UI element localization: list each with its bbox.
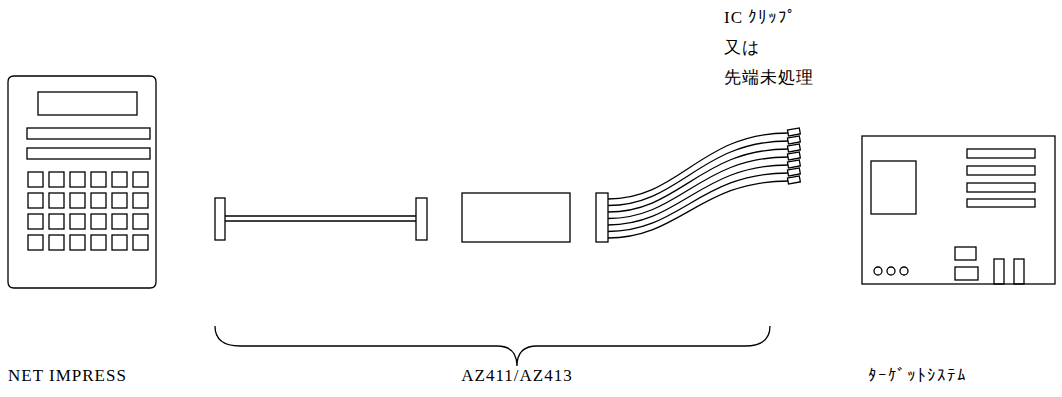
ic-clip — [787, 152, 800, 160]
callout-label: 先端未処理 — [724, 68, 814, 88]
key — [70, 172, 85, 187]
wire — [608, 149, 788, 212]
key — [112, 235, 127, 250]
key — [112, 193, 127, 208]
callout-label: IC ｸﾘｯﾌﾟ — [724, 8, 797, 28]
key — [91, 235, 106, 250]
key — [49, 193, 64, 208]
ic-clip — [787, 128, 800, 136]
adapter-box — [462, 193, 570, 242]
key — [133, 172, 148, 187]
ribbon-cable — [596, 128, 800, 242]
wire — [608, 165, 788, 225]
brace — [215, 326, 770, 366]
ic-clip — [787, 176, 800, 184]
key — [133, 235, 148, 250]
key — [91, 214, 106, 229]
ic-clip — [787, 168, 800, 176]
key — [28, 193, 43, 208]
key — [49, 214, 64, 229]
key — [91, 172, 106, 187]
key — [28, 235, 43, 250]
key — [70, 214, 85, 229]
key — [133, 193, 148, 208]
key — [112, 172, 127, 187]
key — [112, 214, 127, 229]
cable — [215, 198, 427, 240]
device-name: NET IMPRESS — [8, 366, 127, 386]
ic-clip — [787, 160, 800, 168]
wire — [608, 157, 788, 219]
wire — [608, 173, 788, 232]
target-board — [862, 136, 1055, 284]
wire — [608, 181, 788, 238]
callout-label: 又は — [724, 38, 760, 58]
key — [49, 235, 64, 250]
key — [28, 214, 43, 229]
key — [49, 172, 64, 187]
key — [70, 235, 85, 250]
programmer-device — [8, 76, 156, 288]
key — [28, 172, 43, 187]
key — [133, 214, 148, 229]
device-name: ﾀｰｹﾞｯﾄｼｽﾃﾑ — [868, 366, 967, 386]
key — [70, 193, 85, 208]
key — [91, 193, 106, 208]
ic-clip — [787, 144, 800, 152]
ic-clip — [787, 136, 800, 144]
cable-name: AZ411/AZ413 — [461, 366, 572, 386]
